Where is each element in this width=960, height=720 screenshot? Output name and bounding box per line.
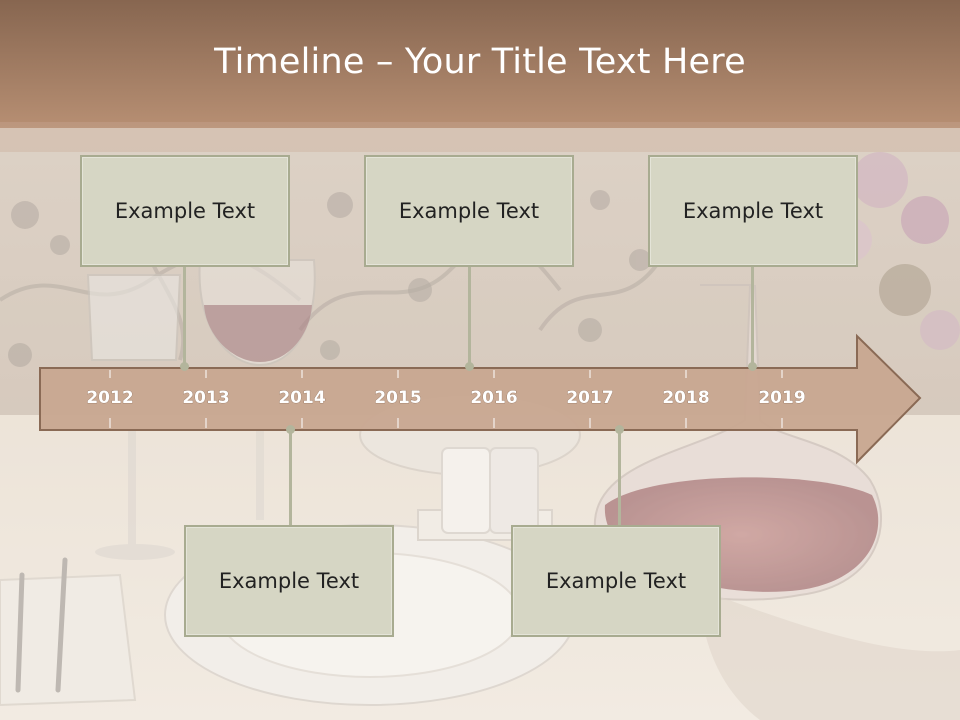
connector-dot [286,425,295,434]
event-box-bottom: Example Text [511,525,721,637]
year-label: 2017 [566,388,613,408]
year-label: 2019 [758,388,805,408]
year-label: 2013 [182,388,229,408]
year-label: 2012 [86,388,133,408]
year-label: 2016 [470,388,517,408]
connector-dot [180,362,189,371]
event-box-top: Example Text [80,155,290,267]
connector-line [751,265,754,367]
connector-dot [748,362,757,371]
connector-line [468,265,471,367]
connector-line [618,430,621,527]
event-box-top: Example Text [648,155,858,267]
event-box-top: Example Text [364,155,574,267]
year-label: 2014 [278,388,325,408]
event-box-bottom: Example Text [184,525,394,637]
year-label: 2018 [662,388,709,408]
year-label: 2015 [374,388,421,408]
connector-line [183,265,186,367]
arrow-shape [39,333,922,465]
connector-line [289,430,292,527]
connector-dot [465,362,474,371]
slide-title: Timeline – Your Title Text Here [214,42,746,82]
connector-dot [615,425,624,434]
